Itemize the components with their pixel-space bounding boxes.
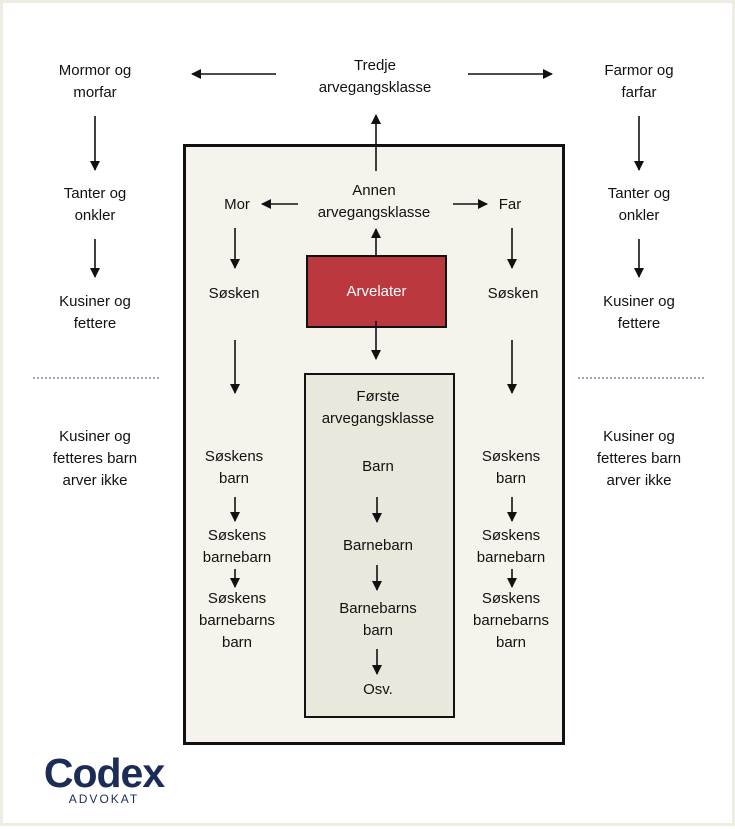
maternal-aunts-uncles: Tanter og onkler	[63, 185, 127, 224]
great-grandchildren: Barnebarns barn	[339, 600, 417, 639]
codex-logo: Codex ADVOKAT	[41, 751, 167, 806]
logo-subtitle: ADVOKAT	[68, 792, 140, 806]
arrows-layer	[90, 69, 644, 675]
paternal-siblings: Søsken	[487, 285, 539, 302]
testator-label: Arvelater	[346, 283, 407, 300]
maternal-siblings-grandchildren: Søskens barnebarn	[202, 527, 272, 566]
etc: Osv.	[363, 681, 393, 698]
paternal-aunts-uncles: Tanter og onkler	[607, 185, 671, 224]
paternal-cousins-children-note: Kusiner og fetteres barn arver ikke	[596, 428, 682, 489]
maternal-siblings-children: Søskens barn	[204, 448, 264, 487]
father: Far	[498, 196, 522, 213]
paternal-siblings-great-grandchildren: Søskens barnebarns barn	[473, 590, 549, 651]
grandchildren: Barnebarn	[342, 537, 414, 554]
maternal-siblings: Søsken	[208, 285, 260, 302]
maternal-grandparents: Mormor og morfar	[58, 62, 132, 101]
maternal-siblings-great-grandchildren: Søskens barnebarns barn	[199, 590, 275, 651]
children: Barn	[362, 458, 394, 475]
mother: Mor	[224, 196, 250, 213]
third-class-label: Tredje arvegangsklasse	[318, 57, 432, 96]
paternal-siblings-children: Søskens barn	[481, 448, 541, 487]
separator-right	[578, 377, 704, 379]
paternal-siblings-grandchildren: Søskens barnebarn	[476, 527, 546, 566]
maternal-cousins: Kusiner og fettere	[59, 293, 131, 332]
first-class-label: Første arvegangsklasse	[321, 388, 435, 427]
paternal-cousins: Kusiner og fettere	[603, 293, 675, 332]
first-class-region	[304, 373, 455, 718]
separator-left	[33, 377, 159, 379]
paternal-grandparents: Farmor og farfar	[604, 62, 674, 101]
maternal-cousins-children-note: Kusiner og fetteres barn arver ikke	[52, 428, 138, 489]
logo-wordmark: Codex	[43, 750, 165, 796]
second-class-label: Annen arvegangsklasse	[317, 182, 431, 221]
